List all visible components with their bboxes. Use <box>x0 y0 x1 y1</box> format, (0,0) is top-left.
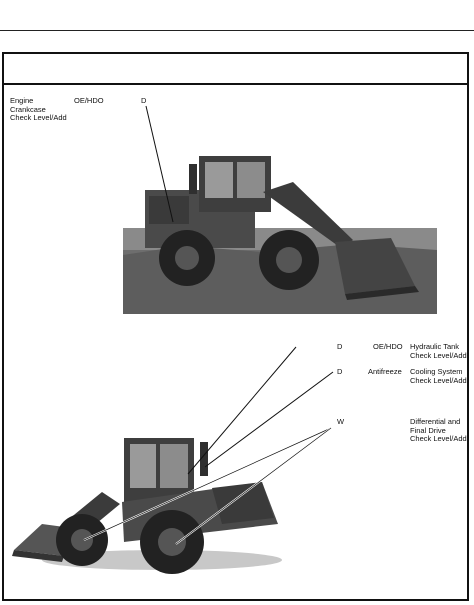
bottom-row-2-lube-point-name: Cooling System Check Level/Add <box>410 367 467 385</box>
leader-hydraulic-tank <box>187 346 297 475</box>
leader-differential-rear-dark <box>175 427 332 545</box>
bottom-row-1-lube-point-name: Hydraulic Tank Check Level/Add <box>410 342 467 360</box>
top-lubricant: OE/HDO <box>74 96 104 105</box>
top-interval: D <box>141 96 147 105</box>
leader-cooling-system <box>204 371 334 468</box>
wheel-loader-photo-top <box>123 150 437 314</box>
leader-differential-front-dark <box>83 427 332 541</box>
wheel-loader-photo-bottom <box>12 432 282 580</box>
bottom-row-2-interval: D <box>337 367 343 376</box>
bottom-row-1-interval: D <box>337 342 343 351</box>
lubrication-chart-frame <box>2 52 469 601</box>
frame-header-divider <box>4 83 467 85</box>
bottom-row-3-interval: W <box>337 417 345 426</box>
top-lube-point-name: Engine Crankcase Check Level/Add <box>10 96 67 123</box>
bottom-row-3-lube-point-name: Differential and Final Drive Check Level… <box>410 417 467 444</box>
bottom-row-1-lubricant: OE/HDO <box>373 342 403 351</box>
bottom-row-2-lubricant: Antifreeze <box>368 367 402 376</box>
header-rule <box>0 30 474 31</box>
